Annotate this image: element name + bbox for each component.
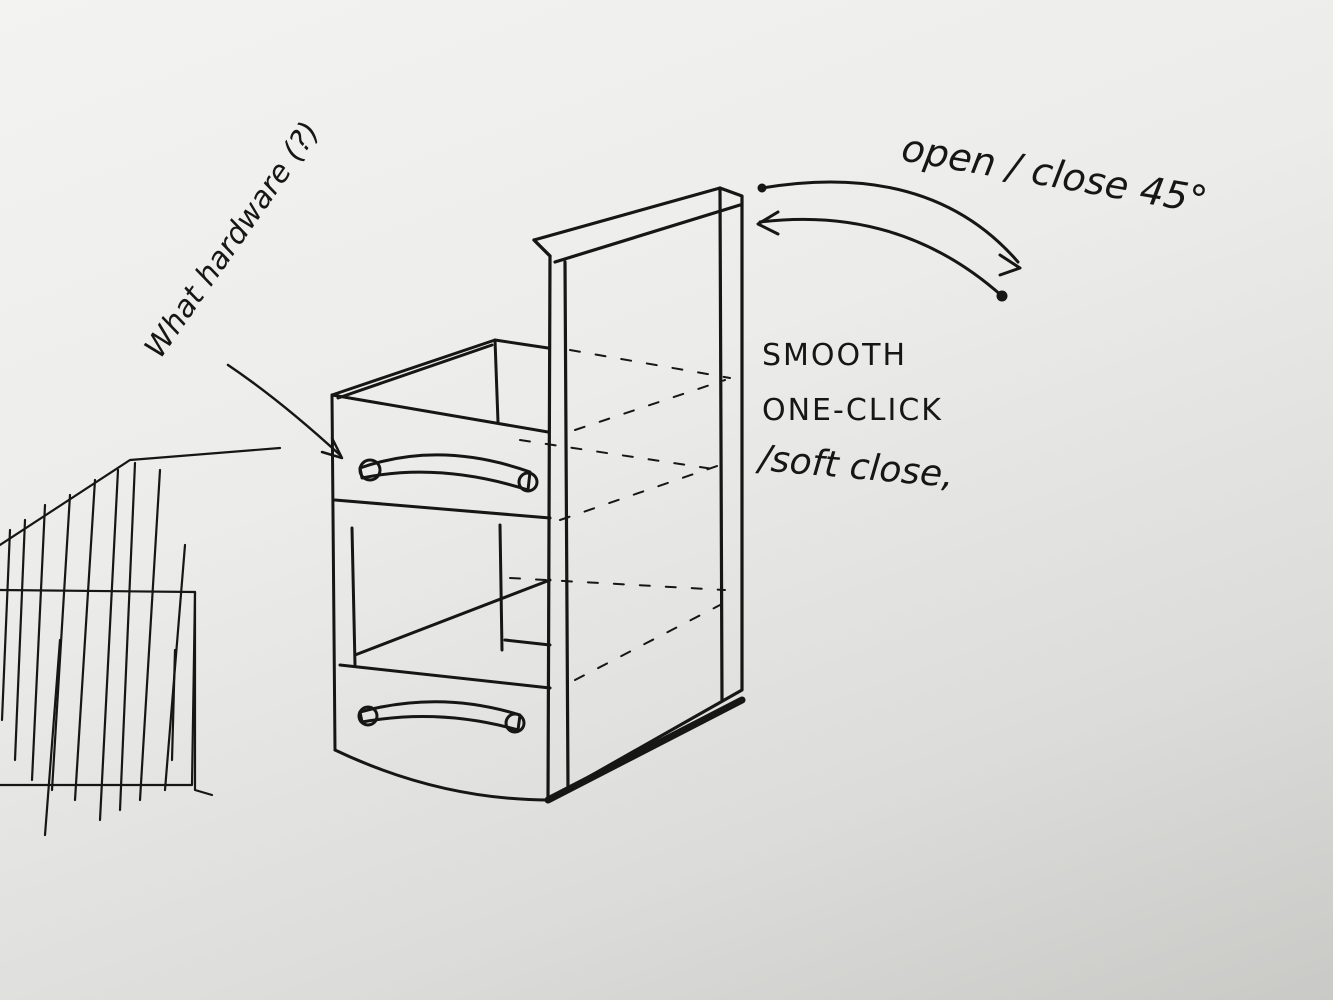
hardware-leader-arrow [226,363,344,460]
drawer-handle-top [358,453,539,493]
cabinet-body [330,338,552,802]
feature-soft-close-label: /soft close, [754,438,955,496]
drawer-handle-bottom [357,700,526,734]
open-close-label: open / close 45° [898,126,1210,223]
cabinet-door [532,186,746,804]
dashed-guides [509,349,731,681]
hardware-question-label: What hardware (?) [138,115,327,364]
feature-smooth-label: SMOOTH [762,338,907,373]
left-scribble-object [0,446,282,837]
rotation-arrow [756,180,1022,302]
feature-one-click-label: ONE-CLICK [762,393,943,428]
